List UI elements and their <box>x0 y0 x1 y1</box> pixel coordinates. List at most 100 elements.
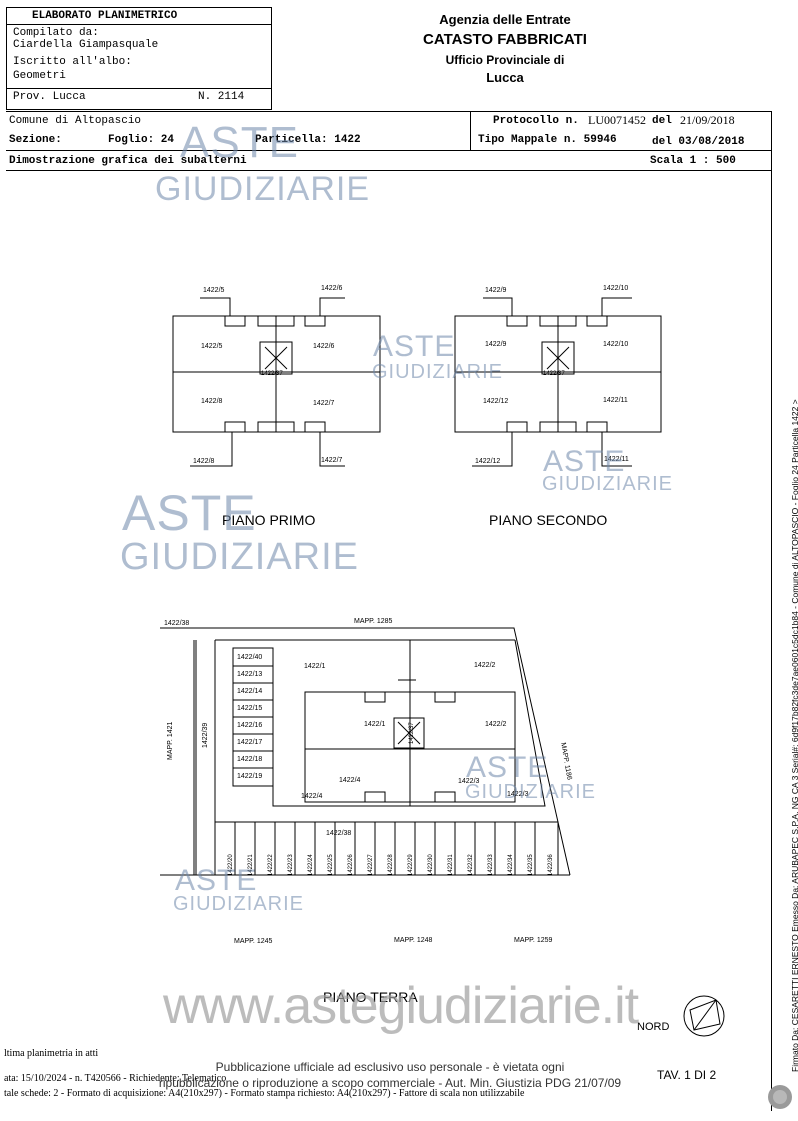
info-right-edge <box>771 111 772 1111</box>
watermark-aste-3: ASTE <box>543 445 626 478</box>
garage-18: 1422/18 <box>237 756 263 763</box>
watermark-aste-4: ASTE <box>122 485 257 541</box>
terra-unit-1: 1422/1 <box>364 721 386 728</box>
terra-unit-2: 1422/2 <box>485 721 507 728</box>
garage-28: 1422/28 <box>388 854 394 876</box>
primo-label-bottom-right: 1422/7 <box>321 457 343 464</box>
secondo-unit-9: 1422/9 <box>485 341 507 348</box>
secondo-label-top-right: 1422/10 <box>603 285 629 292</box>
tipo-mappale: Tipo Mappale n. 59946 <box>478 134 617 146</box>
watermark-giudiziarie-2: GIUDIZIARIE <box>372 361 504 383</box>
secondo-stair: 1422/37 <box>543 371 565 377</box>
dimostrazione-label: Dimostrazione grafica dei subalterni <box>9 155 247 167</box>
secondo-label-top-left: 1422/9 <box>485 287 507 294</box>
garage-31: 1422/31 <box>448 854 454 876</box>
agency-name: Agenzia delle Entrate <box>439 12 571 27</box>
garage-30: 1422/30 <box>428 854 434 876</box>
watermark-aste-2: ASTE <box>373 330 456 363</box>
protocollo-label: Protocollo n. <box>493 115 579 127</box>
primo-label-top-right: 1422/6 <box>321 285 343 292</box>
info-divider <box>470 111 471 150</box>
garage-15: 1422/15 <box>237 705 263 712</box>
footer-notice-1: Pubblicazione ufficiale ad esclusivo uso… <box>215 1060 565 1074</box>
terra-corner-label: 1422/38 <box>164 620 190 627</box>
terra-courtyard: 1422/38 <box>326 830 352 837</box>
prov-number: N. 2114 <box>198 91 245 103</box>
protocollo-date: 21/09/2018 <box>680 113 735 127</box>
garage-23: 1422/23 <box>288 854 294 876</box>
primo-stair: 1422/37 <box>261 371 283 377</box>
garage-24: 1422/24 <box>308 854 314 876</box>
footer-schede-line: tale schede: 2 - Formato di acquisizione… <box>4 1088 525 1099</box>
compiled-name: Ciardella Giampasquale <box>13 39 159 51</box>
terra-unit-2-outer: 1422/2 <box>474 662 496 669</box>
tipo-mappale-date: del 03/08/2018 <box>652 136 745 148</box>
secondo-unit-12: 1422/12 <box>483 398 509 405</box>
watermark-aste-5: ASTE <box>466 751 549 784</box>
nord-label: NORD <box>637 1021 670 1033</box>
piano-secondo-title: PIANO SECONDO <box>489 512 608 528</box>
city-label: Lucca <box>486 70 524 85</box>
nord-symbol <box>683 995 725 1037</box>
scala-label: Scala 1 : 500 <box>650 155 736 167</box>
mapp-1259: MAPP. 1259 <box>514 937 553 944</box>
garage-32: 1422/32 <box>468 854 474 876</box>
info-line-top <box>6 111 772 112</box>
info-line-bottom <box>6 170 772 171</box>
piano-primo-plan <box>172 297 381 467</box>
seal-icon <box>768 1085 792 1109</box>
watermark-giudiziarie-5: GIUDIZIARIE <box>465 781 597 803</box>
terra-unit-4: 1422/4 <box>339 777 361 784</box>
piano-primo-title: PIANO PRIMO <box>222 512 316 528</box>
garage-27: 1422/27 <box>368 854 374 876</box>
mapp-1248: MAPP. 1248 <box>394 937 433 944</box>
garage-17: 1422/17 <box>237 739 263 746</box>
secondo-label-bottom-right: 1422/11 <box>604 456 629 463</box>
info-line-mid <box>6 150 772 151</box>
watermark-giudiziarie-6: GIUDIZIARIE <box>173 893 305 915</box>
comune-label: Comune di Altopascio <box>9 115 142 127</box>
prov-label: Prov. Lucca <box>13 91 86 103</box>
protocollo-value: LU0071452 <box>588 113 646 127</box>
compiled-label: Compilato da: <box>13 27 99 39</box>
garage-22: 1422/22 <box>268 854 274 876</box>
primo-label-top-left: 1422/5 <box>203 287 225 294</box>
garage-33: 1422/33 <box>488 854 494 876</box>
terra-unit-4-outer: 1422/4 <box>301 793 323 800</box>
primo-unit-7: 1422/7 <box>313 400 335 407</box>
catasto-title: CATASTO FABBRICATI <box>423 31 587 48</box>
registered-label: Iscritto all'albo: <box>13 56 132 68</box>
terra-stair: 1422/37 <box>409 722 415 744</box>
watermark-site: www.astegiudiziarie.it <box>163 977 639 1035</box>
footer-data-line: ata: 15/10/2024 - n. T420566 - Richieden… <box>4 1073 227 1084</box>
terra-mapp-top: MAPP. 1285 <box>354 618 393 625</box>
watermark-aste-6: ASTE <box>175 864 258 897</box>
garage-40: 1422/40 <box>237 654 263 661</box>
primo-unit-6: 1422/6 <box>313 343 335 350</box>
secondo-unit-11: 1422/11 <box>603 397 628 404</box>
piano-secondo-plan <box>454 297 662 467</box>
garage-34: 1422/34 <box>508 854 514 876</box>
primo-unit-5: 1422/5 <box>201 343 223 350</box>
primo-label-bottom-left: 1422/8 <box>193 458 215 465</box>
particella-label: Particella: 1422 <box>255 134 361 146</box>
garage-13: 1422/13 <box>237 671 263 678</box>
secondo-label-bottom-left: 1422/12 <box>475 458 501 465</box>
garage-16: 1422/16 <box>237 722 263 729</box>
watermark-aste-1: ASTE <box>180 118 299 167</box>
secondo-unit-10: 1422/10 <box>603 341 629 348</box>
terra-mapp-left: MAPP. 1421 <box>167 721 174 760</box>
primo-unit-8: 1422/8 <box>201 398 223 405</box>
footer-notice-2: ripubblicazione o riproduzione a scopo c… <box>158 1076 622 1090</box>
foglio-label: Foglio: 24 <box>108 134 175 146</box>
header-box-divider <box>6 24 272 25</box>
elaborato-title: ELABORATO PLANIMETRICO <box>32 10 178 22</box>
ufficio-label: Ufficio Provinciale di <box>445 53 565 67</box>
terra-unit-3-outer: 1422/3 <box>507 791 529 798</box>
header-box <box>6 7 272 110</box>
mapp-1245: MAPP. 1245 <box>234 938 273 945</box>
terra-left-strip: 1422/39 <box>202 722 209 748</box>
watermark-giudiziarie-3: GIUDIZIARIE <box>542 473 674 495</box>
garage-14: 1422/14 <box>237 688 263 695</box>
